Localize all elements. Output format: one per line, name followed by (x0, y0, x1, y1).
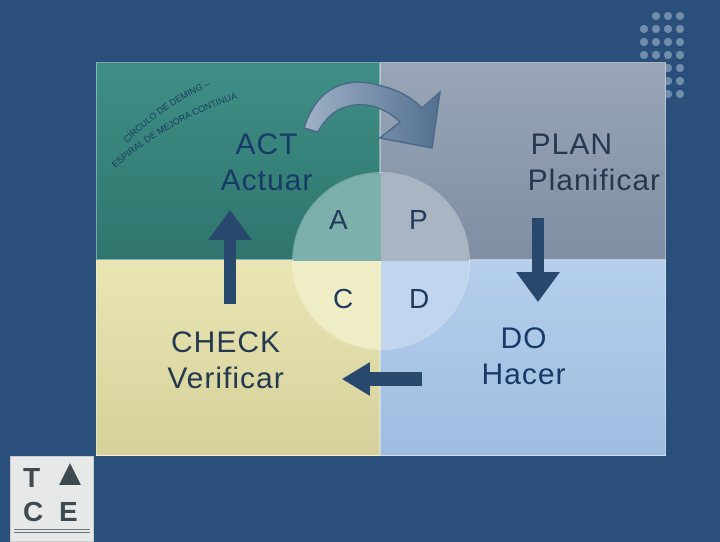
pdca-circle (292, 172, 470, 350)
dot-icon (664, 12, 672, 20)
logo-letter-e: E (59, 496, 78, 527)
dot-icon (676, 64, 684, 72)
letter-d: D (409, 283, 430, 314)
logo-tagline-icon (14, 527, 90, 537)
dot-icon (652, 38, 660, 46)
dot-icon (676, 38, 684, 46)
logo-letter-t: T (23, 462, 41, 493)
letter-c: C (333, 283, 354, 314)
logo-triangle-icon (59, 463, 81, 485)
act-title: ACT (235, 128, 299, 161)
circle-segment-c (293, 261, 381, 349)
plan-subtitle: Planificar (527, 164, 661, 197)
check-label: CHECK Verificar (141, 325, 311, 397)
do-label: DO Hacer (469, 321, 579, 393)
letter-p: P (409, 204, 428, 235)
circle-segment-d (381, 261, 469, 349)
dot-icon (676, 12, 684, 20)
dot-icon (652, 25, 660, 33)
dot-icon (640, 38, 648, 46)
dot-icon (652, 51, 660, 59)
do-title: DO (500, 322, 548, 355)
dot-icon (676, 51, 684, 59)
dot-icon (664, 64, 672, 72)
circle-segment-a (293, 173, 381, 261)
dot-icon (676, 25, 684, 33)
check-title: CHECK (170, 326, 281, 359)
tce-logo: T C E (10, 456, 94, 542)
plan-title: PLAN (530, 128, 613, 161)
circle-segment-p (381, 173, 469, 261)
letter-a: A (329, 204, 348, 235)
dot-icon (676, 77, 684, 85)
dot-icon (640, 51, 648, 59)
check-subtitle: Verificar (167, 362, 285, 395)
do-subtitle: Hacer (481, 358, 567, 391)
curved-caption: CÍRCULO DE DEMING – ESPIRAL DE MEJORA CO… (110, 79, 238, 170)
dot-icon (664, 38, 672, 46)
dot-icon (652, 12, 660, 20)
logo-letter-c: C (23, 496, 44, 527)
dot-icon (640, 25, 648, 33)
dot-icon (676, 90, 684, 98)
plan-label: PLAN Planificar (401, 127, 661, 199)
dot-icon (664, 77, 672, 85)
dot-icon (664, 90, 672, 98)
dot-icon (664, 51, 672, 59)
dot-icon (664, 25, 672, 33)
